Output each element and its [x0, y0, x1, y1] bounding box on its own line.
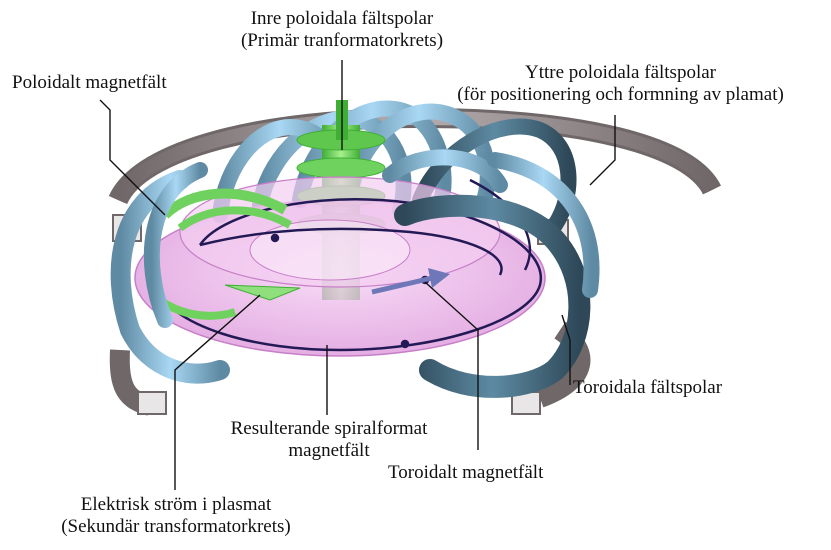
current-label-line2: (Sekundär transformatorkrets) [6, 516, 346, 538]
current-label-line1: Elektrisk ström i plasmat [6, 494, 346, 516]
outer-coil-end-bottom-left [138, 392, 166, 414]
inner-coils-label: Inre poloidala fältspolar (Primär tranfo… [218, 8, 466, 52]
poloidal-field-label: Poloidalt magnetfält [12, 72, 167, 94]
current-label: Elektrisk ström i plasmat (Sekundär tran… [6, 494, 346, 538]
inner-coils-label-line2: (Primär tranformatorkrets) [218, 30, 466, 52]
toroidal-coils-label: Toroidala fältspolar [573, 377, 722, 399]
outer-coils-label: Yttre poloidala fältspolar (för position… [418, 62, 823, 106]
toroidal-field-label: Toroidalt magnetfält [388, 462, 543, 484]
resulting-field-label: Resulterande spiralformat magnetfält [190, 418, 468, 462]
inner-coils-label-line1: Inre poloidala fältspolar [218, 8, 466, 30]
resulting-field-label-line2: magnetfält [190, 440, 468, 462]
resulting-field-label-line1: Resulterande spiralformat [190, 418, 468, 440]
outer-coils-label-line1: Yttre poloidala fältspolar [418, 62, 823, 84]
outer-coils-label-line2: (för positionering och formning av plama… [418, 84, 823, 106]
